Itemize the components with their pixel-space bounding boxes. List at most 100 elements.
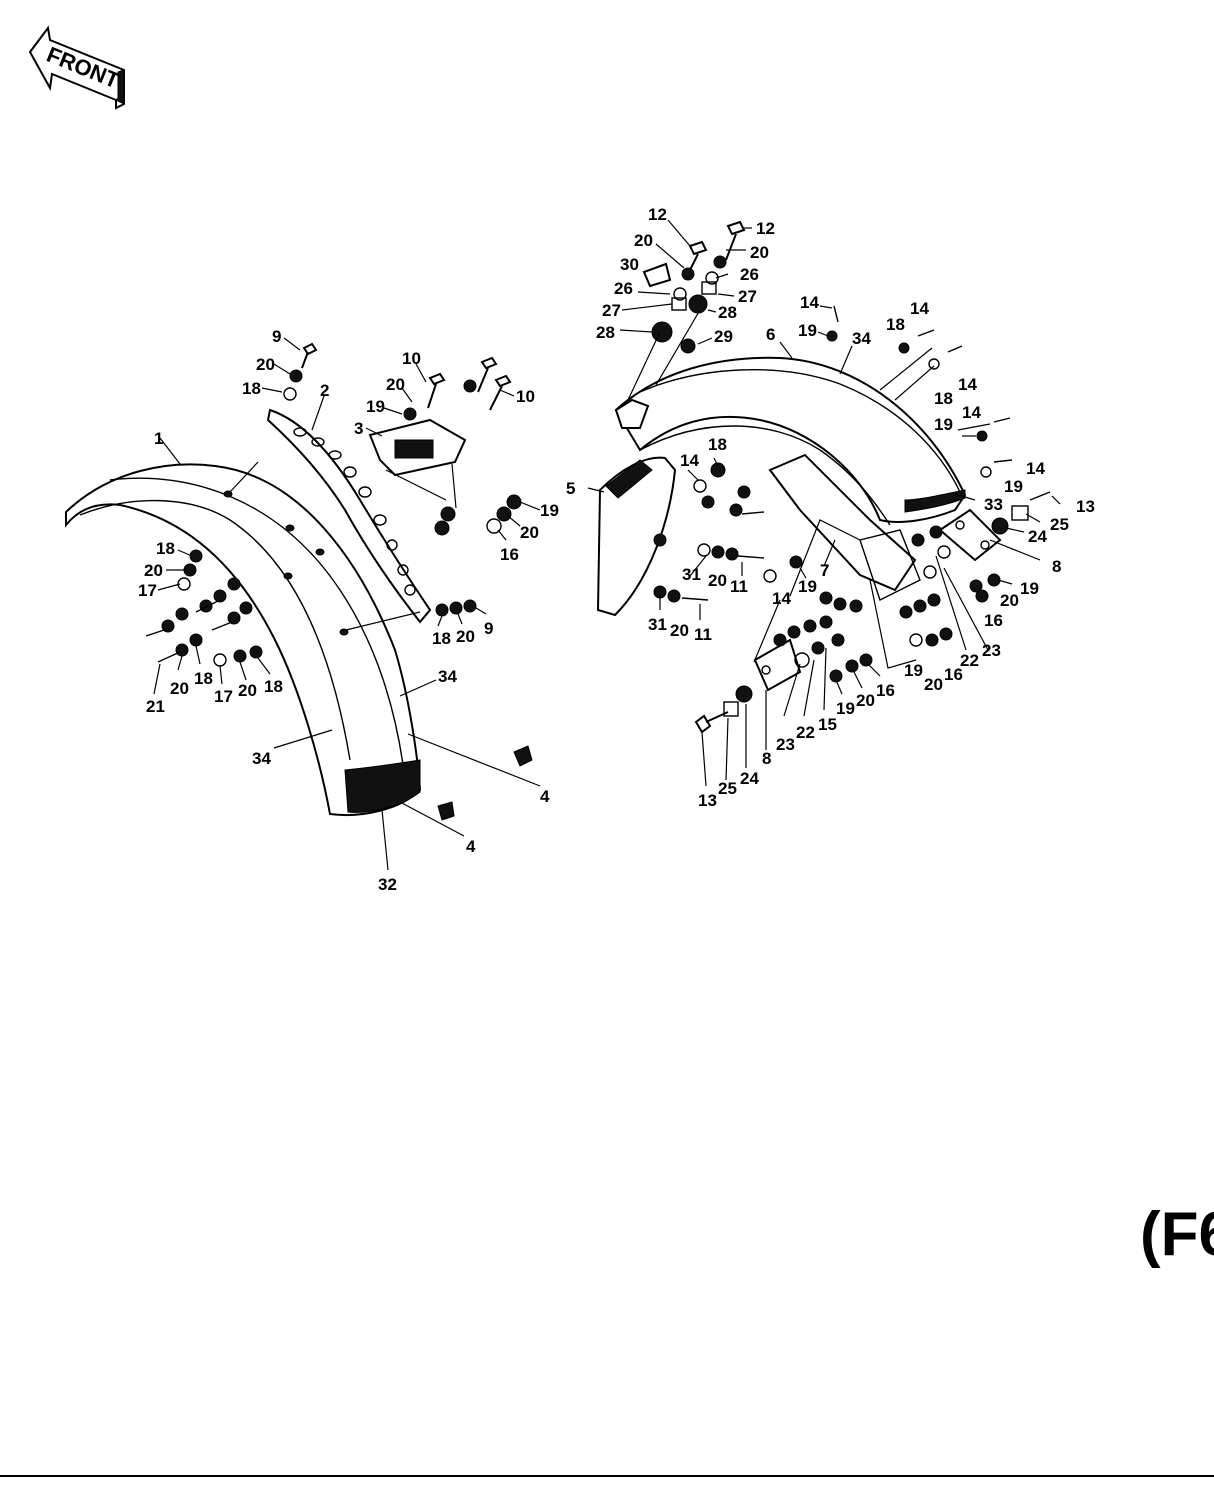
washer bbox=[673, 287, 687, 301]
callout-label: 20 bbox=[634, 231, 653, 250]
callout-label: 34 bbox=[852, 329, 871, 348]
leader-line bbox=[823, 539, 836, 567]
callout-label: 20 bbox=[750, 243, 769, 262]
nut bbox=[711, 545, 725, 559]
callout-label: 20 bbox=[670, 621, 689, 640]
callout-label: 20 bbox=[520, 523, 539, 542]
leader-line bbox=[229, 461, 259, 493]
callout-label: 20 bbox=[856, 691, 875, 710]
leader-line bbox=[153, 663, 161, 695]
bolt bbox=[688, 240, 708, 271]
callout-label: 8 bbox=[1052, 557, 1061, 576]
leader-line bbox=[817, 331, 829, 337]
leader-line bbox=[621, 303, 673, 311]
callout-label: 26 bbox=[740, 265, 759, 284]
callout-label: 16 bbox=[500, 545, 519, 564]
callout-label: 4 bbox=[540, 787, 550, 806]
brace-hole bbox=[311, 437, 325, 447]
nut bbox=[189, 633, 203, 647]
rear-fender-outline bbox=[614, 356, 967, 523]
leader-line bbox=[273, 729, 333, 749]
nut bbox=[227, 577, 241, 591]
nut bbox=[463, 599, 477, 613]
nut bbox=[849, 599, 863, 613]
leader-line bbox=[195, 645, 201, 665]
washer bbox=[794, 652, 810, 668]
fender-brace bbox=[266, 408, 432, 624]
callout-label: 16 bbox=[944, 665, 963, 684]
brace-hole bbox=[328, 450, 342, 460]
callout-label: 17 bbox=[214, 687, 233, 706]
bolt bbox=[477, 356, 498, 393]
grommet bbox=[651, 321, 673, 343]
callout-label: 13 bbox=[1076, 497, 1095, 516]
brace-hole bbox=[397, 564, 409, 576]
nut bbox=[701, 495, 715, 509]
leader-line bbox=[283, 337, 301, 351]
leader-lines bbox=[153, 219, 1061, 871]
leader-line bbox=[365, 427, 383, 437]
callout-label: 19 bbox=[540, 501, 559, 520]
mount-bracket-block bbox=[394, 439, 434, 459]
leader-line bbox=[867, 663, 881, 677]
nut bbox=[449, 601, 463, 615]
leader-line bbox=[823, 647, 827, 711]
front-fender-tip-trim bbox=[344, 759, 421, 813]
support-bracket-hole bbox=[955, 520, 965, 530]
front-fender bbox=[65, 463, 422, 816]
support-bracket-hole bbox=[980, 540, 990, 550]
callout-label: 14 bbox=[1026, 459, 1045, 478]
support-bracket-left bbox=[753, 638, 802, 692]
bolt bbox=[157, 651, 181, 663]
leader-line bbox=[803, 659, 815, 717]
callout-label: 3 bbox=[354, 419, 363, 438]
leader-line bbox=[177, 549, 193, 557]
leader-line bbox=[587, 487, 605, 493]
nut bbox=[787, 625, 801, 639]
brace-hole bbox=[293, 427, 307, 437]
nut bbox=[189, 549, 203, 563]
leader-line bbox=[415, 363, 427, 383]
nut bbox=[434, 520, 450, 536]
rear-side-panel-edge bbox=[605, 459, 653, 499]
leader-line bbox=[219, 665, 223, 685]
leader-line bbox=[457, 613, 463, 625]
nut bbox=[911, 533, 925, 547]
nut bbox=[496, 506, 512, 522]
callout-label: 19 bbox=[798, 321, 817, 340]
cap-nut bbox=[763, 569, 777, 583]
callout-label: 20 bbox=[924, 675, 943, 694]
bolt bbox=[145, 627, 171, 637]
nut bbox=[976, 430, 988, 442]
nut bbox=[713, 255, 727, 269]
leader-line bbox=[894, 365, 935, 401]
leader-line bbox=[687, 469, 699, 481]
callout-label: 19 bbox=[1020, 579, 1039, 598]
callout-label: 19 bbox=[836, 699, 855, 718]
rubber-bushing bbox=[723, 701, 739, 717]
nut bbox=[506, 494, 522, 510]
leader-line bbox=[715, 273, 729, 279]
leader-line bbox=[783, 663, 801, 717]
leader-line bbox=[239, 661, 247, 681]
callout-label: 16 bbox=[876, 681, 895, 700]
callout-label: 31 bbox=[682, 565, 701, 584]
inner-fender bbox=[768, 453, 921, 601]
brace-hole bbox=[358, 486, 372, 498]
bolt bbox=[681, 597, 709, 601]
nut bbox=[831, 633, 845, 647]
callout-label: 16 bbox=[984, 611, 1003, 630]
callout-label: 20 bbox=[708, 571, 727, 590]
leader-line bbox=[879, 347, 933, 391]
nut bbox=[737, 485, 751, 499]
front-arrow-shadow bbox=[115, 69, 125, 105]
leader-line bbox=[399, 679, 437, 697]
bolt bbox=[725, 220, 746, 261]
leader-line bbox=[725, 717, 729, 781]
bolt bbox=[741, 511, 765, 515]
leader-line bbox=[935, 555, 967, 651]
nut bbox=[199, 599, 213, 613]
nut bbox=[811, 641, 825, 655]
callout-label: 11 bbox=[694, 625, 712, 644]
nut bbox=[710, 462, 726, 478]
